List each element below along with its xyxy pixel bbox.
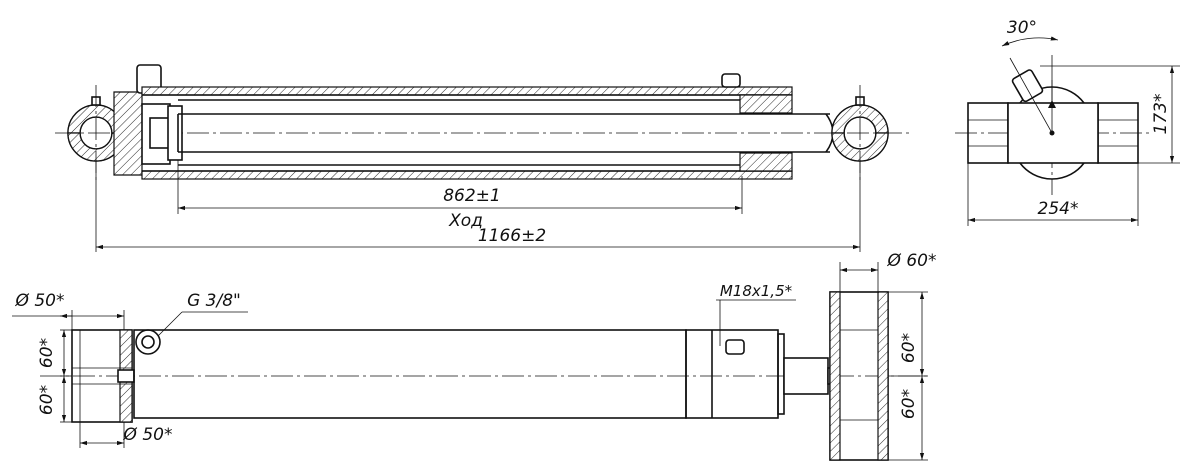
right-pin-dim: Ø 60* [887, 251, 937, 271]
end-view: 30° 173* 254* [955, 18, 1180, 226]
width-dim-value: 254* [1038, 199, 1079, 219]
port-fitting-side [135, 329, 161, 355]
section-view: 862±1 Ход 1166±2 [55, 64, 910, 252]
right-eye-width-upper: 60* [899, 333, 919, 363]
tube-wall-top [141, 86, 793, 96]
angle-dim-value: 30° [1007, 18, 1037, 38]
bleed-fitting [721, 73, 741, 88]
port-thread-label: G 3/8" [187, 291, 241, 311]
end-view-port [1011, 69, 1044, 103]
overall-dim-value: 1166±2 [478, 226, 546, 246]
stroke-dim-label: Ход [448, 211, 483, 231]
right-eye-width-lower: 60* [899, 389, 919, 419]
height-dim-value: 173* [1151, 94, 1171, 135]
left-eye-width-upper: 60* [37, 338, 57, 368]
left-pin-dim-bottom: Ø 50* [123, 425, 173, 445]
rod-end-side [783, 357, 829, 395]
piston-rod [177, 99, 834, 166]
tube-wall-bottom [141, 170, 793, 180]
left-eye-width-lower: 60* [37, 385, 57, 415]
front-gland [721, 73, 793, 172]
stroke-dim-value: 862±1 [443, 186, 501, 206]
bleed-thread-label: M18x1,5* [720, 282, 793, 300]
left-pin-dim-top: Ø 50* [15, 291, 65, 311]
bleed-fitting-side [725, 339, 745, 355]
cylinder-body [133, 329, 687, 419]
external-view: Ø 50* G 3/8" 60* 60* Ø 50* M18x1,5* Ø 60… [12, 251, 937, 461]
